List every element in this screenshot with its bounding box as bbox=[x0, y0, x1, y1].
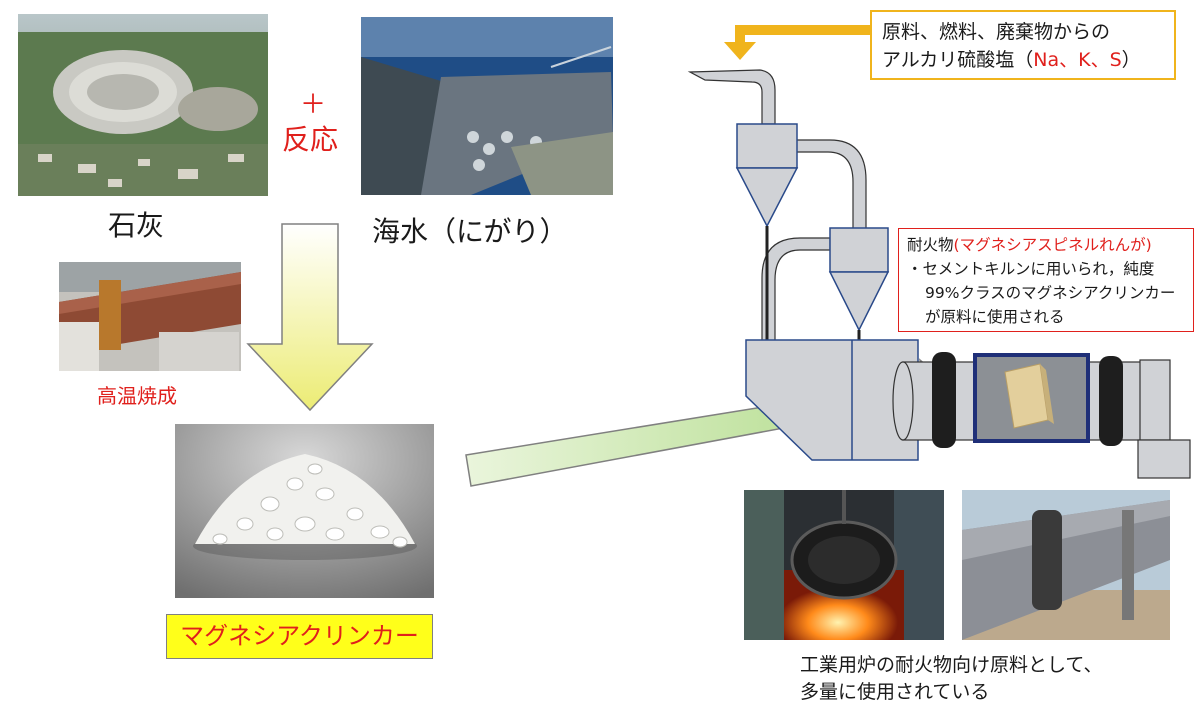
down-arrow bbox=[246, 223, 374, 412]
reaction-plus: ＋ bbox=[300, 90, 327, 120]
alkali-callout-prefix: アルカリ硫酸塩（ bbox=[882, 49, 1034, 71]
refractory-line2: 99%クラスのマグネシアクリンカー bbox=[925, 284, 1176, 302]
rotary-kiln-caption: 高温焼成 bbox=[97, 384, 177, 408]
bottom-caption-line1: 工業用炉の耐火物向け原料として、 bbox=[800, 654, 1103, 676]
magnesia-clinker-photo bbox=[175, 424, 434, 598]
alkali-sulfate-callout: 原料、燃料、廃棄物からの アルカリ硫酸塩（Na、K、S） bbox=[870, 10, 1176, 80]
refractory-title-highlight: (マグネシアスピネルれんが) bbox=[953, 236, 1152, 254]
magnesia-clinker-text: マグネシアクリンカー bbox=[180, 622, 419, 650]
refractory-line3: が原料に使用される bbox=[925, 308, 1065, 326]
refractory-title: 耐火物 bbox=[907, 236, 954, 254]
cement-kiln-photo bbox=[962, 490, 1170, 640]
alkali-callout-elements: Na、K、S bbox=[1033, 49, 1122, 71]
seawater-port-photo bbox=[361, 17, 613, 195]
steel-ladle-photo bbox=[744, 490, 944, 640]
alkali-callout-suffix: ） bbox=[1121, 49, 1141, 71]
refractory-callout: 耐火物(マグネシアスピネルれんが) ・セメントキルンに用いられ，純度 99%クラ… bbox=[898, 228, 1194, 332]
kiln-inlet bbox=[745, 339, 919, 461]
magnesia-clinker-label: マグネシアクリンカー bbox=[166, 614, 433, 659]
cyclone-lower bbox=[829, 227, 889, 273]
limestone-quarry-photo bbox=[18, 14, 268, 196]
bottom-caption-line2: 多量に使用されている bbox=[800, 681, 990, 703]
limestone-caption: 石灰 bbox=[108, 209, 165, 242]
rotary-kiln-photo bbox=[59, 262, 241, 371]
seawater-caption: 海水（にがり） bbox=[372, 215, 568, 248]
alkali-callout-line1: 原料、燃料、廃棄物からの bbox=[882, 21, 1111, 43]
reaction-label: 反応 bbox=[282, 123, 339, 156]
refractory-line1: ・セメントキルンに用いられ，純度 bbox=[907, 260, 1155, 278]
